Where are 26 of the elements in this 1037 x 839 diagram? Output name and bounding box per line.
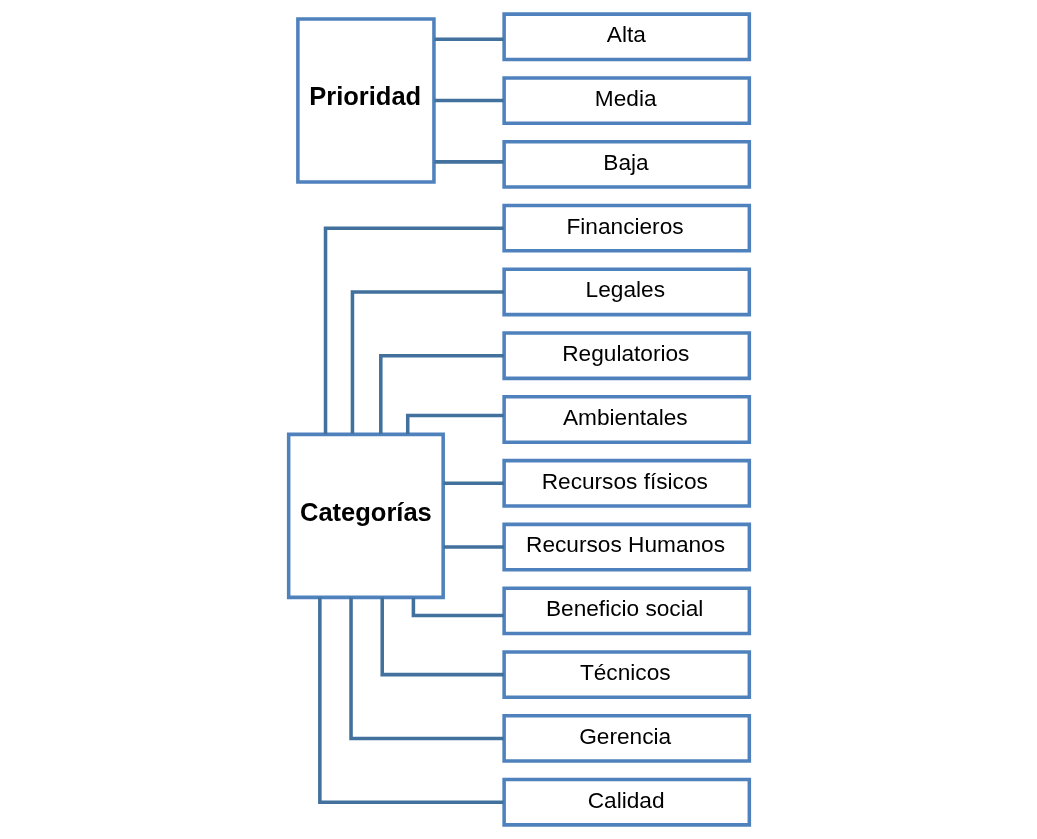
- connector: [433, 37, 504, 42]
- node-box: Media: [501, 76, 751, 126]
- node-box: Calidad: [501, 777, 751, 827]
- node-box: Baja: [501, 139, 751, 189]
- connector: [317, 597, 504, 804]
- node-box: Regulatorios: [501, 331, 751, 381]
- node-box: Ambientales: [501, 395, 751, 444]
- node-box: Recursos físicos: [501, 458, 751, 508]
- node-box: Legales: [501, 267, 751, 317]
- node-box: Prioridad: [295, 17, 436, 184]
- node-box: Alta: [501, 12, 751, 62]
- connector: [433, 98, 504, 103]
- node-box: Beneficio social: [501, 586, 751, 636]
- connector: [433, 160, 504, 164]
- node-box: Técnicos: [501, 650, 751, 700]
- node-box: Recursos Humanos: [501, 522, 751, 572]
- connector: [348, 597, 504, 741]
- connector: [442, 545, 504, 549]
- connector: [323, 226, 504, 435]
- connector: [378, 353, 504, 434]
- connector: [350, 290, 504, 434]
- node-box: Gerencia: [501, 713, 751, 763]
- node-box: Categorías: [286, 432, 445, 600]
- connector: [379, 597, 504, 677]
- connector: [442, 481, 504, 486]
- node-box: Financieros: [501, 203, 751, 253]
